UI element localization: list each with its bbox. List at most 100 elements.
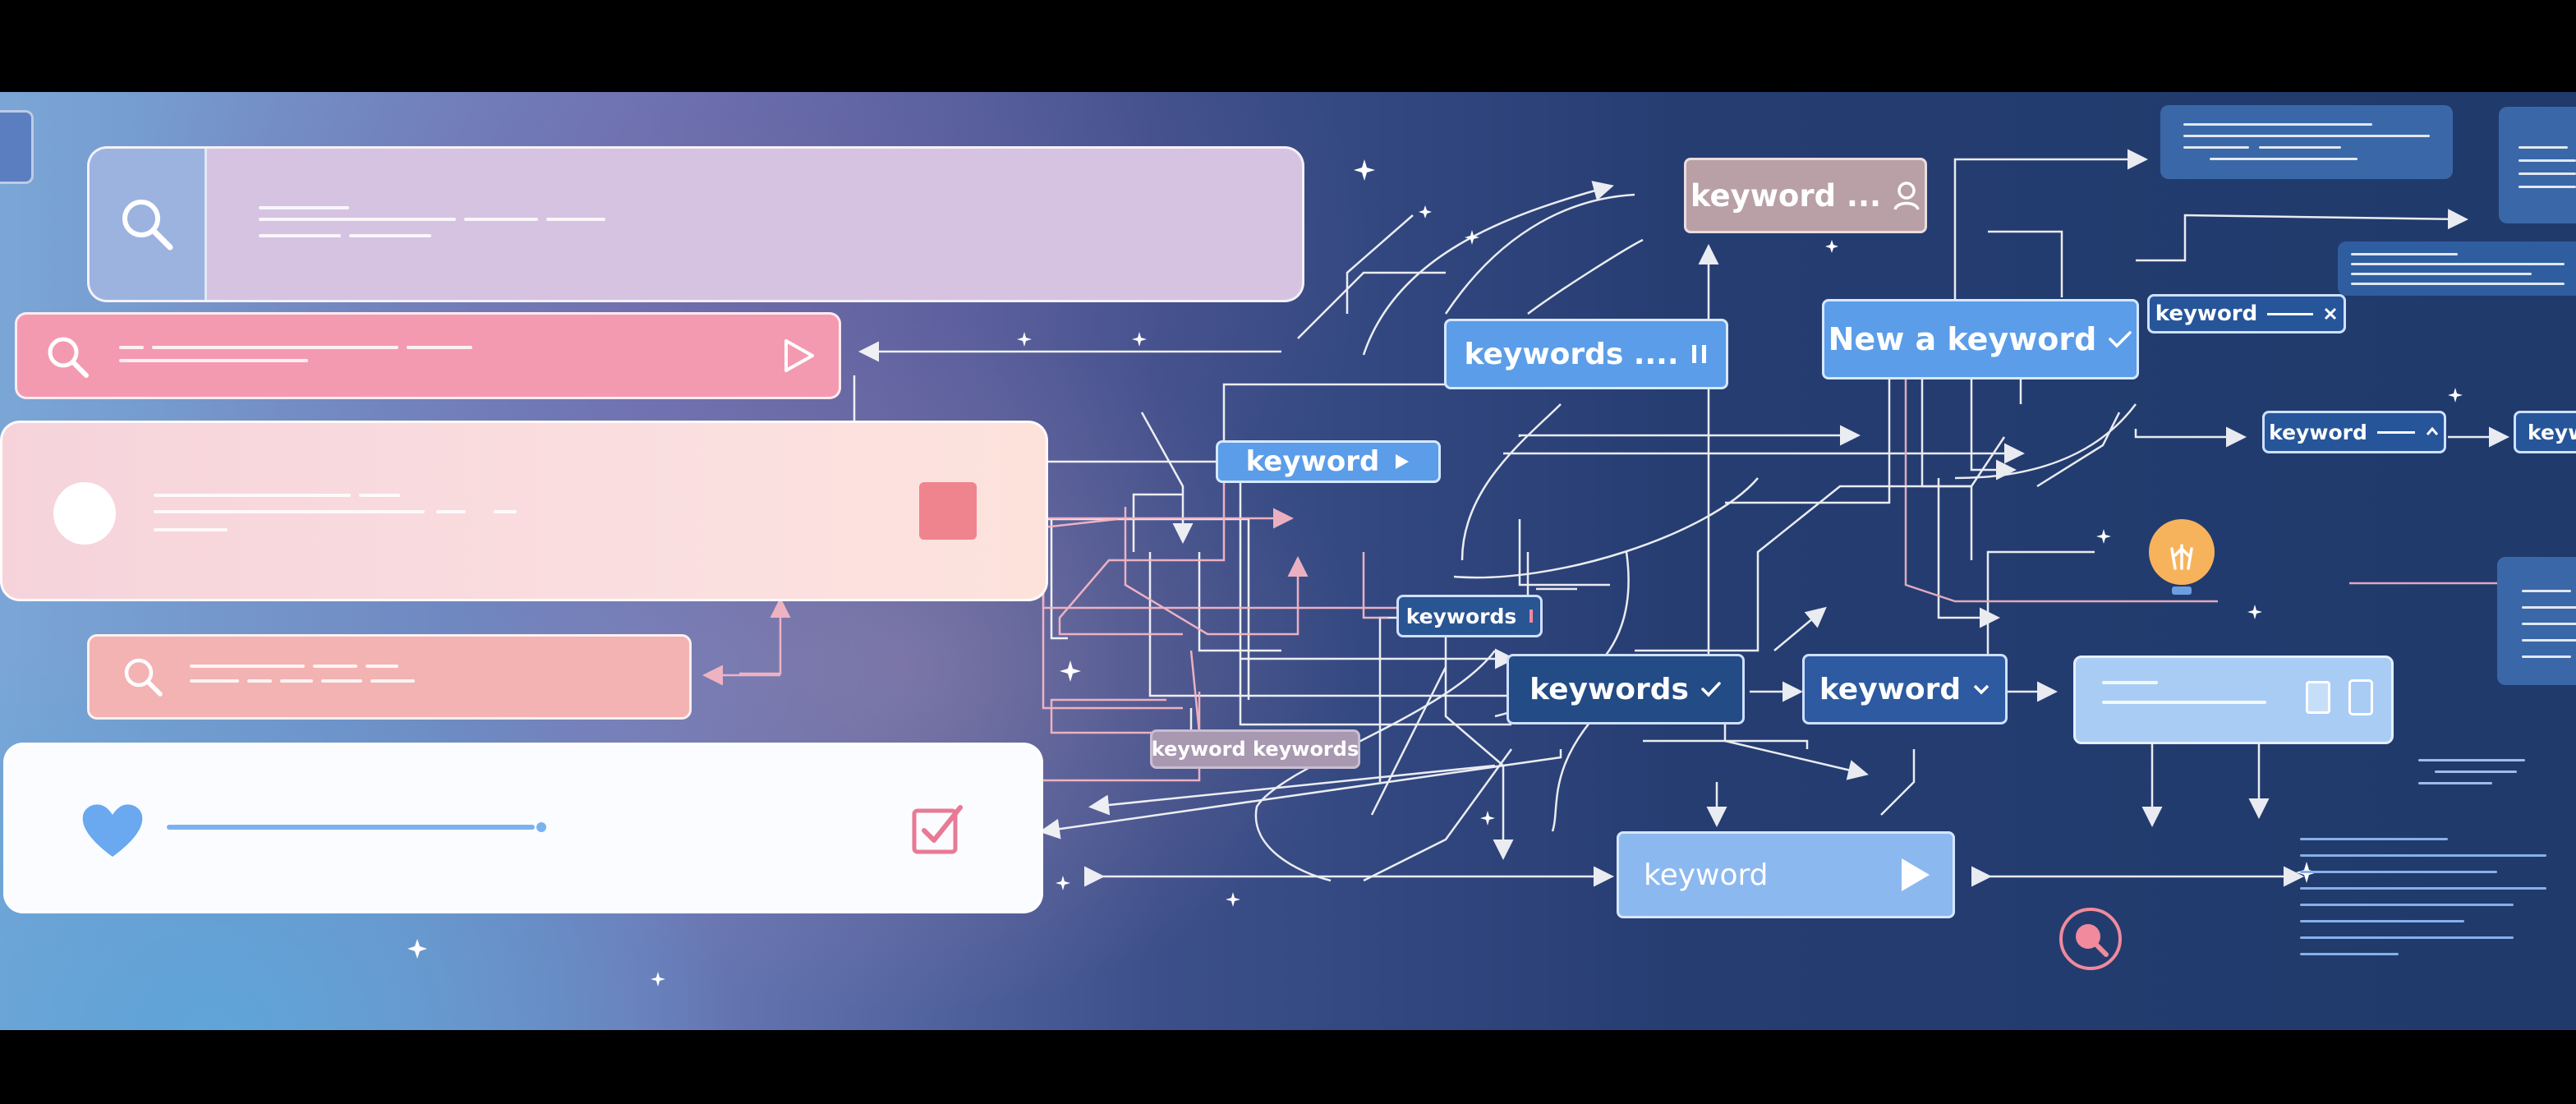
stop-square-icon[interactable] <box>919 482 977 540</box>
play-icon[interactable] <box>1394 453 1410 471</box>
search-icon <box>48 337 89 378</box>
placeholder-line <box>154 510 425 513</box>
chevron-down-icon[interactable] <box>1972 683 1990 696</box>
placeholder-line <box>2522 656 2571 658</box>
keyword-user-tag[interactable]: keyword ... <box>1684 158 1927 233</box>
placeholder-line <box>2300 920 2464 922</box>
progress-track[interactable] <box>167 825 535 830</box>
chevron-up-icon[interactable] <box>2425 426 2440 439</box>
placeholder-line <box>2300 904 2514 906</box>
text-block-right <box>2300 838 2563 969</box>
keyword-edge-tag[interactable]: keyw <box>2514 411 2576 453</box>
text-snippet-right <box>2418 759 2525 792</box>
placeholder-line <box>259 206 349 209</box>
doc-chip-top[interactable] <box>2160 105 2453 179</box>
placeholder-line <box>366 665 398 668</box>
keyword-keywords-tag[interactable]: keyword keywords <box>1150 729 1360 769</box>
close-icon[interactable] <box>2323 306 2338 321</box>
bottom-letterbox <box>0 1030 2576 1104</box>
doc-chip-edge-mid[interactable] <box>2497 557 2576 685</box>
placeholder-line <box>2259 146 2341 149</box>
placeholder-line <box>280 679 313 683</box>
new-keyword-label: New a keyword <box>1828 321 2097 357</box>
keyword-dropdown-tag[interactable]: keyword <box>1802 654 2008 724</box>
search-bar-pink[interactable] <box>15 312 841 399</box>
search-bar-lavender[interactable] <box>87 146 1304 302</box>
placeholder-line <box>190 665 305 668</box>
clipboard-icon[interactable] <box>2348 679 2373 715</box>
placeholder-line <box>2418 759 2525 761</box>
check-icon <box>2109 331 2132 348</box>
check-icon <box>1701 682 1721 697</box>
placeholder-line <box>2522 590 2571 592</box>
placeholder-line <box>494 510 517 513</box>
placeholder-line <box>436 510 466 513</box>
doc-chip-edge-top[interactable] <box>2499 107 2576 223</box>
placeholder-line <box>2300 936 2514 939</box>
keyword-play-small-label: keyword <box>1245 445 1380 478</box>
placeholder-line <box>2518 146 2568 149</box>
search-icon[interactable] <box>2057 905 2124 973</box>
placeholder-line <box>119 346 144 349</box>
placeholder-line <box>2300 887 2546 890</box>
search-bar-salmon[interactable] <box>87 634 692 720</box>
placeholder-line <box>259 234 341 237</box>
placeholder-line <box>154 494 351 497</box>
placeholder-line <box>2300 871 2497 873</box>
divider-line <box>2376 430 2415 434</box>
avatar <box>53 482 116 545</box>
keywords-small-label: keywords <box>1405 604 1517 628</box>
keyword-close-label: keyword <box>2155 301 2258 326</box>
placeholder-line <box>154 528 228 531</box>
corner-app-icon[interactable] <box>0 110 34 184</box>
keyword-play-large-tag[interactable]: keyword <box>1617 831 1955 918</box>
placeholder-line <box>407 346 472 349</box>
placeholder-line <box>370 679 415 683</box>
placeholder-line <box>2102 701 2266 704</box>
placeholder-line <box>2351 263 2564 265</box>
search-icon-block[interactable] <box>90 149 207 300</box>
pause-icon[interactable] <box>1690 343 1709 365</box>
placeholder-line <box>2351 283 2564 285</box>
placeholder-line <box>2300 953 2399 955</box>
placeholder-line <box>2351 273 2532 275</box>
keywords-check-tag[interactable]: keywords <box>1506 654 1745 724</box>
placeholder-line <box>2300 838 2448 840</box>
keyword-play-large-label: keyword <box>1644 858 1769 892</box>
placeholder-line <box>464 218 538 221</box>
new-keyword-tag[interactable]: New a keyword <box>1822 299 2139 380</box>
placeholder-line <box>2522 623 2576 625</box>
search-icon <box>124 658 163 697</box>
play-icon[interactable] <box>781 338 817 374</box>
progress-knob[interactable] <box>536 822 546 832</box>
keywords-pause-label: keywords .... <box>1464 337 1679 371</box>
keywords-pause-tag[interactable]: keywords .... <box>1444 319 1728 389</box>
play-icon[interactable] <box>1898 857 1931 893</box>
placeholder-line <box>313 665 357 668</box>
card-white[interactable] <box>3 743 1043 913</box>
placeholder-line <box>2418 782 2492 784</box>
heart-icon[interactable] <box>80 801 145 860</box>
lightbulb-icon <box>2149 519 2215 595</box>
keywords-small-tag[interactable]: keywords <box>1396 595 1543 637</box>
document-icon[interactable] <box>2306 681 2330 714</box>
clipboard-card[interactable] <box>2073 656 2394 744</box>
placeholder-line <box>190 679 239 683</box>
placeholder-line <box>152 346 398 349</box>
keyword-close-tag[interactable]: keyword <box>2147 294 2346 334</box>
keyword-up-tag[interactable]: keyword <box>2262 411 2446 453</box>
doc-chip-stripes[interactable] <box>2338 242 2576 296</box>
keyword-play-small-tag[interactable]: keyword <box>1216 440 1441 483</box>
placeholder-line <box>2210 158 2358 160</box>
checkbox-icon[interactable] <box>909 803 965 858</box>
placeholder-line <box>259 218 456 221</box>
keyword-up-label: keyword <box>2269 420 2367 444</box>
placeholder-line <box>2518 172 2576 175</box>
top-letterbox <box>0 0 2576 92</box>
placeholder-line <box>2518 186 2576 188</box>
card-blush[interactable] <box>0 421 1048 601</box>
placeholder-line <box>321 679 362 683</box>
placeholder-line <box>2183 135 2430 137</box>
placeholder-line <box>349 234 431 237</box>
keyword-keywords-label: keyword keywords <box>1151 738 1359 761</box>
